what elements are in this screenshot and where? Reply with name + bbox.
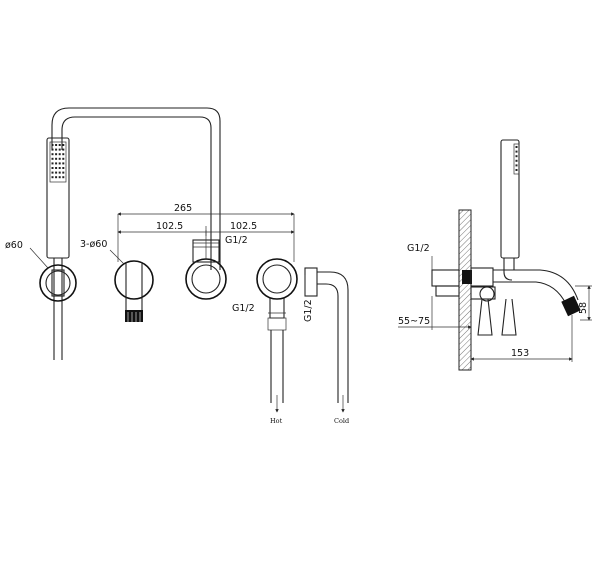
nozzle-dot bbox=[62, 171, 65, 174]
mixer-rosette bbox=[256, 258, 298, 403]
hot-supply: Hot bbox=[270, 395, 283, 425]
dim-rosettes: 3-ø60 bbox=[80, 239, 125, 265]
dim-overall: 265 bbox=[117, 203, 295, 262]
nozzle-dot bbox=[58, 144, 61, 146]
nozzle-dot bbox=[51, 176, 54, 179]
dim-thread-cold: G1/2 bbox=[303, 275, 314, 322]
side-nozzle-dot bbox=[515, 146, 518, 148]
nozzle-dot bbox=[51, 167, 54, 169]
dim-thread-top-label: G1/2 bbox=[225, 235, 248, 246]
nozzle-dot bbox=[55, 148, 58, 151]
nozzle-dot bbox=[55, 176, 58, 179]
nozzle-dot bbox=[62, 162, 65, 165]
shower-hose bbox=[51, 107, 221, 270]
dim-thread-hot-label: G1/2 bbox=[232, 303, 255, 314]
dim-spout-projection: 153 bbox=[470, 315, 573, 362]
hand-shower bbox=[46, 137, 70, 360]
nozzle-dot bbox=[62, 153, 65, 156]
nozzle-dot bbox=[55, 153, 58, 156]
dim-handshower-plate-label: ø60 bbox=[5, 240, 23, 251]
dim-wall-depth-label: 55~75 bbox=[398, 316, 430, 327]
nozzle-dot bbox=[58, 167, 61, 169]
dim-spacing-left-label: 102.5 bbox=[156, 221, 183, 232]
cold-supply-pipe bbox=[304, 267, 349, 403]
dim-wall-depth: 55~75 bbox=[398, 296, 472, 330]
side-nozzle-dot bbox=[515, 164, 518, 167]
nozzle-dot bbox=[55, 157, 58, 160]
nozzle-dot bbox=[58, 157, 61, 160]
side-spout bbox=[493, 269, 581, 317]
front-view: ø60 3-ø60 bbox=[5, 107, 349, 425]
side-nozzle-dot bbox=[515, 159, 518, 162]
dim-overall-label: 265 bbox=[174, 203, 192, 214]
side-view: G1/2 55~75 153 58 bbox=[398, 139, 592, 371]
nozzle-dot bbox=[62, 148, 65, 151]
nozzle-dot bbox=[62, 144, 65, 146]
nozzle-dot bbox=[58, 171, 61, 174]
handshower-wall-plate bbox=[39, 264, 77, 302]
dim-handshower-plate: ø60 bbox=[5, 240, 49, 269]
nozzle-dot bbox=[55, 167, 58, 169]
cold-label: Cold bbox=[334, 417, 349, 425]
nozzle-dot bbox=[58, 162, 61, 165]
dim-thread-top: G1/2 bbox=[193, 235, 248, 246]
nozzle-dot bbox=[51, 157, 54, 160]
dim-spacing: 102.5 102.5 bbox=[117, 221, 295, 260]
nozzle-dot bbox=[58, 176, 61, 179]
nozzle-dot bbox=[51, 153, 54, 156]
spray-nozzles bbox=[51, 144, 65, 179]
side-nozzle-dot bbox=[515, 150, 518, 153]
dim-spout-height: 58 bbox=[575, 285, 592, 321]
spout-aerator bbox=[127, 312, 141, 322]
nozzle-dot bbox=[51, 162, 54, 165]
concealed-body bbox=[431, 267, 496, 300]
dim-thread-cold-label: G1/2 bbox=[303, 299, 314, 322]
nozzle-dot bbox=[51, 144, 54, 146]
hot-label: Hot bbox=[270, 417, 283, 425]
nozzle-dot bbox=[51, 148, 54, 151]
side-handles bbox=[477, 286, 517, 336]
nozzle-dot bbox=[51, 171, 54, 174]
side-nozzle-dot bbox=[515, 169, 518, 171]
dim-thread-hot: G1/2 bbox=[232, 303, 286, 314]
nozzle-dot bbox=[62, 157, 65, 160]
nozzle-dot bbox=[62, 176, 65, 179]
nozzle-dot bbox=[55, 171, 58, 174]
side-hand-shower bbox=[500, 139, 520, 281]
nozzle-dot bbox=[58, 153, 61, 156]
spout-rosette bbox=[114, 260, 154, 322]
nozzle-dot bbox=[55, 162, 58, 165]
nozzle-dot bbox=[62, 167, 65, 169]
dim-spout-projection-label: 153 bbox=[511, 348, 529, 359]
cold-supply: Cold bbox=[334, 395, 349, 425]
dim-spout-height-label: 58 bbox=[578, 302, 589, 314]
wall-section bbox=[458, 209, 472, 371]
side-nozzle-dot bbox=[515, 155, 518, 158]
dim-rosettes-label: 3-ø60 bbox=[80, 239, 107, 250]
nozzle-dot bbox=[58, 148, 61, 151]
dim-spacing-right-label: 102.5 bbox=[230, 221, 257, 232]
nozzle-dot bbox=[55, 144, 58, 146]
side-spray-nozzles bbox=[515, 146, 518, 171]
dim-thread-side-label: G1/2 bbox=[407, 243, 430, 254]
dim-thread-side: G1/2 bbox=[407, 243, 433, 270]
